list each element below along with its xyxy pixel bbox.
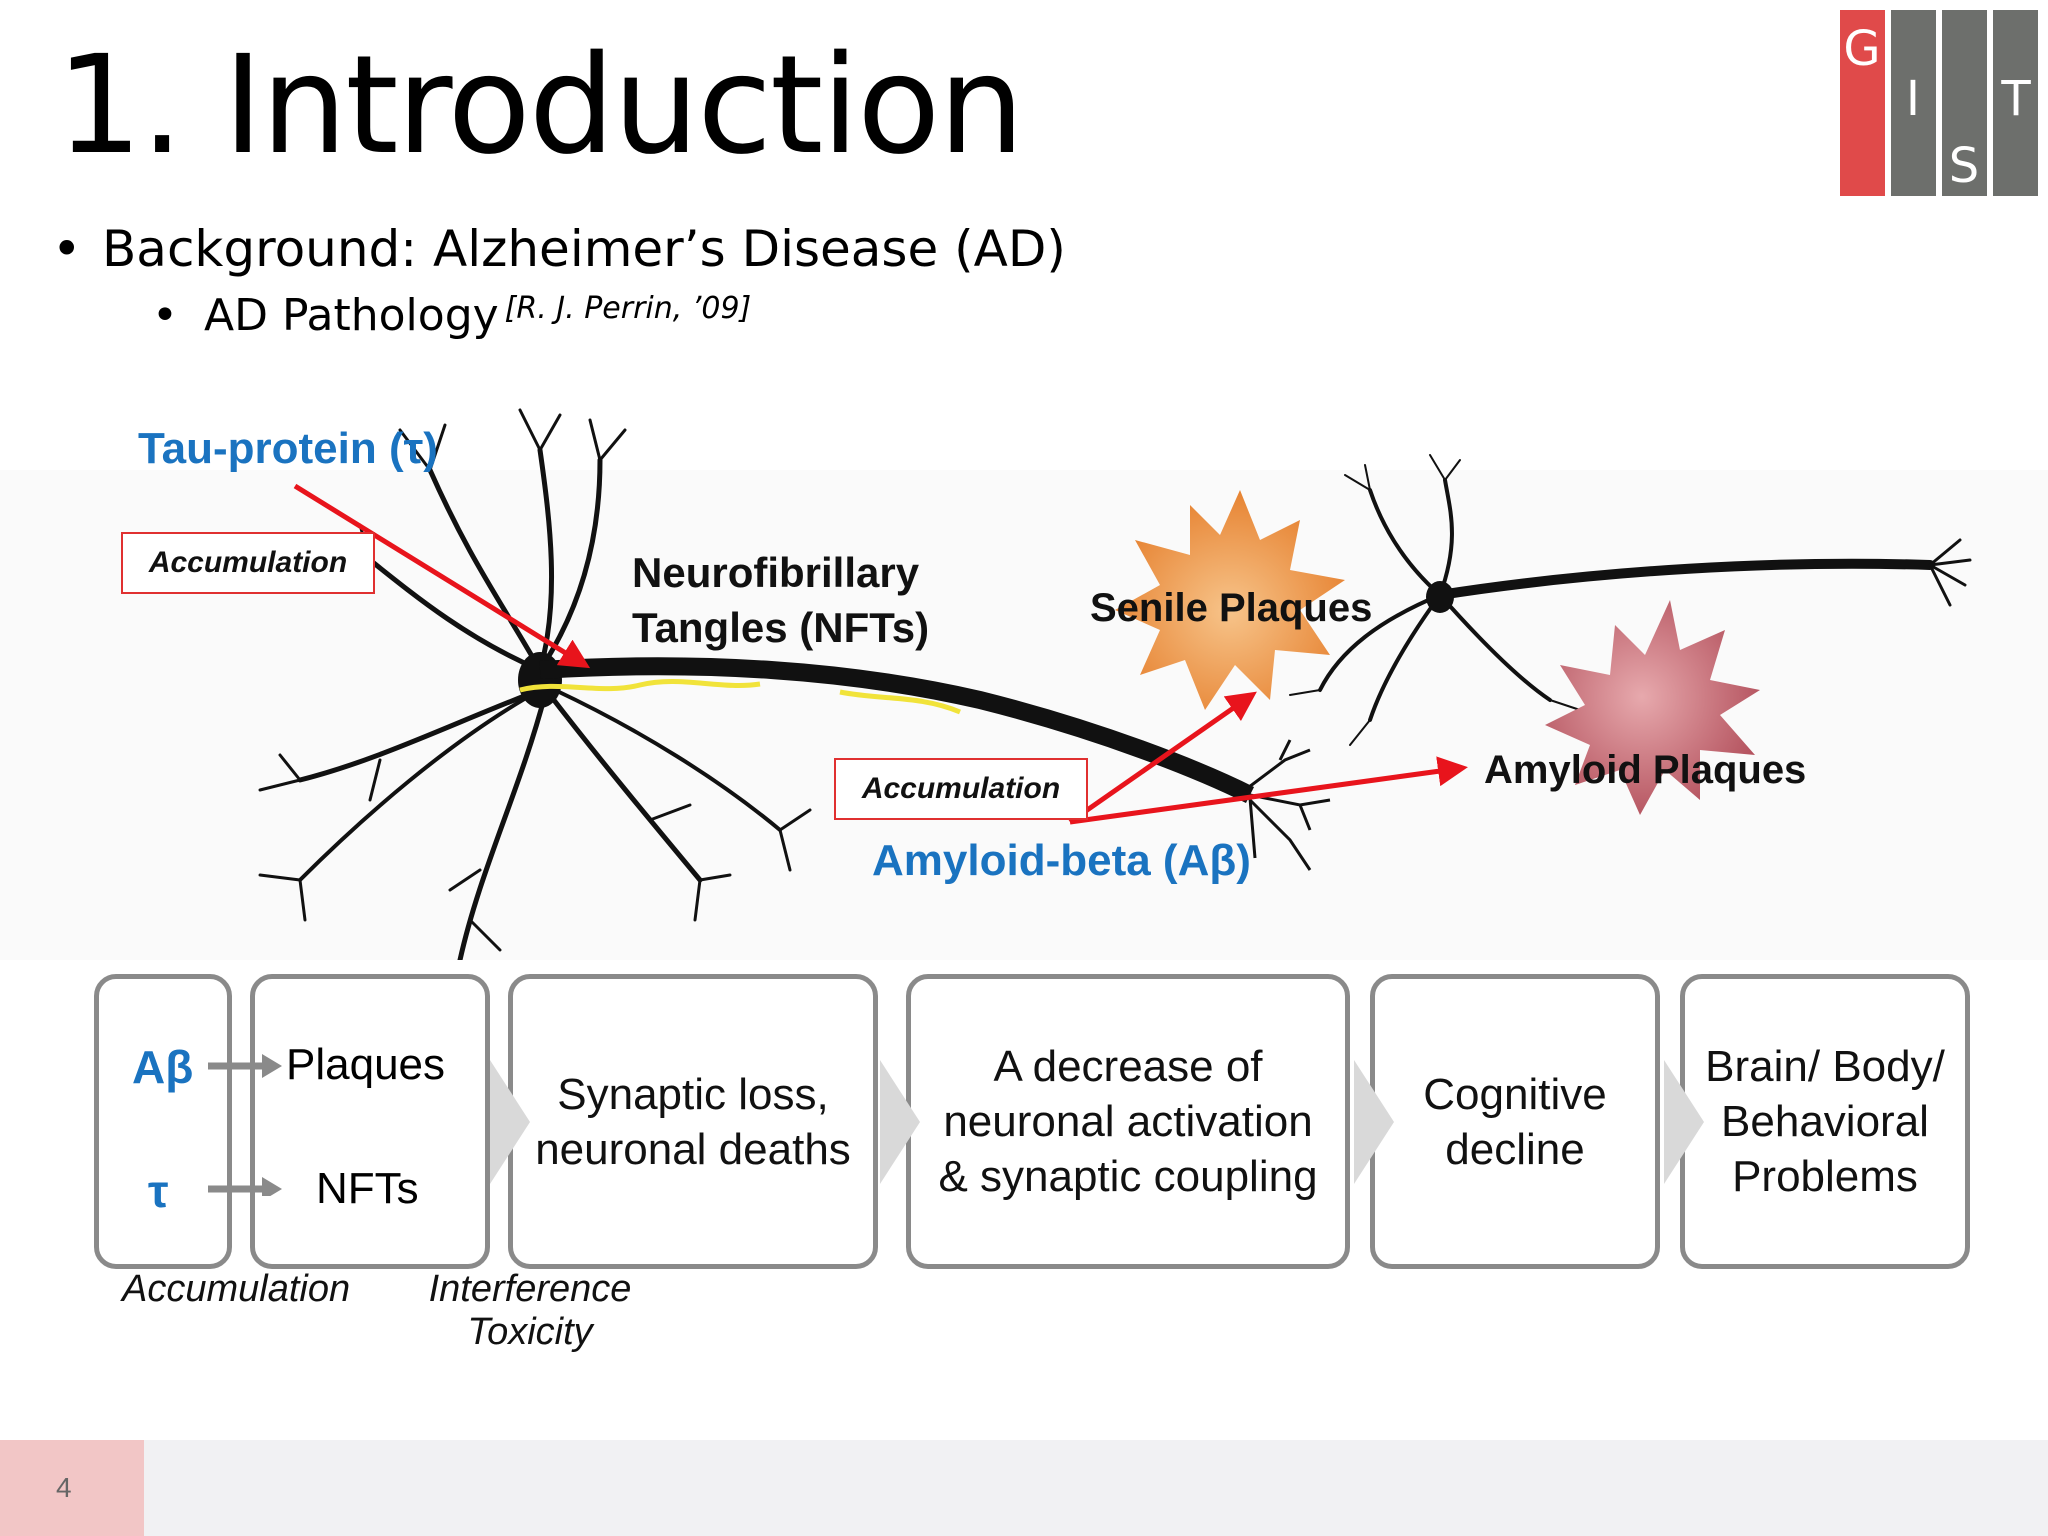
nft-label-line2: Tangles (NFTs) [632, 603, 930, 651]
logo-letter-g: G [1843, 21, 1880, 77]
tau-arrow [293, 483, 591, 669]
senile-plaque [1115, 490, 1345, 710]
bullet-background: • Background: Alzheimer’s Disease (AD) [52, 220, 1066, 278]
tangles-squiggle [519, 678, 961, 715]
bullet-ad-pathology: • AD Pathology[R. J. Perrin, ’09] [152, 290, 751, 341]
flow-step5-line2: decline [1445, 1124, 1585, 1174]
page-number: 4 [56, 1472, 72, 1503]
senile-plaques-label: Senile Plaques [1090, 586, 1373, 630]
amyloid-beta-label: Amyloid-beta (Aβ) [872, 836, 1251, 885]
bullet-dot: • [52, 220, 82, 278]
flow-box-cognitive-decline: Cognitive decline [1370, 974, 1660, 1269]
slide-title: 1. Introduction [56, 27, 1025, 185]
left-axon [539, 657, 1255, 804]
logo-bar-i [1891, 10, 1936, 196]
amyloid-plaques-label: Amyloid Plaques [1484, 748, 1807, 792]
logo-letter-t: T [2000, 71, 2031, 127]
flow-box-agents [94, 974, 232, 1269]
flow-box-behavioral-problems: Brain/ Body/ Behavioral Problems [1680, 974, 1970, 1269]
flow-step4-line1: A decrease of [993, 1042, 1263, 1091]
caption-toxicity: Toxicity [467, 1311, 593, 1353]
flow-chevron-3 [1354, 1060, 1394, 1184]
page-number-box [0, 1440, 144, 1536]
bullet-background-text: Background: Alzheimer’s Disease (AD) [102, 220, 1066, 278]
flow-plaques: Plaques [286, 1040, 446, 1089]
caption-interference-toxicity: Interference Toxicity [420, 1268, 640, 1354]
abeta-to-amyloid-arrow [1069, 756, 1468, 825]
arrow-abeta-head [262, 1054, 282, 1078]
flow-tau: τ [148, 1165, 169, 1217]
flow-box-neuronal-activation: A decrease of neuronal activation & syna… [906, 974, 1350, 1269]
amyloid-plaque [1545, 600, 1760, 815]
bullet-dot: • [152, 290, 178, 341]
logo-letter-i: I [1906, 71, 1920, 127]
flow-nfts: NFTs [316, 1164, 419, 1213]
logo-letter-s: S [1949, 138, 1979, 194]
flow-step3-line2: neuronal deaths [535, 1124, 851, 1174]
flow-abeta: Aβ [132, 1041, 194, 1093]
gist-logo: G I S T [1840, 10, 2038, 196]
accumulation-box-top: Accumulation [121, 532, 375, 594]
footer-bar [0, 1440, 2048, 1536]
flow-step6-line3: Problems [1732, 1152, 1918, 1201]
accumulation-box-mid: Accumulation [834, 758, 1088, 820]
arrow-tau-head [262, 1177, 282, 1196]
citation: [R. J. Perrin, ’09] [504, 291, 752, 326]
caption-accumulation: Accumulation [122, 1268, 351, 1310]
flow-step6-line1: Brain/ Body/ [1705, 1042, 1945, 1091]
flow-chevron-2 [880, 1060, 920, 1184]
flow-small-arrows [208, 1054, 282, 1196]
logo-bar-t [1993, 10, 2038, 196]
flow-step3-line1: Synaptic loss, [557, 1069, 829, 1119]
axon-terminal [1244, 739, 1331, 871]
left-neuron [258, 408, 812, 960]
flow-step4-line3: & synaptic coupling [938, 1152, 1318, 1201]
right-neuron [1289, 454, 1972, 746]
logo-bar-s [1942, 10, 1987, 196]
logo-bar-g [1840, 10, 1885, 196]
flow-step4-line2: neuronal activation [943, 1097, 1313, 1146]
flow-chevron-1 [490, 1060, 530, 1184]
nft-label-line1: Neurofibrillary [632, 549, 920, 596]
tau-protein-label: Tau-protein (τ) [138, 424, 438, 473]
nft-label: Neurofibrillary Tangles (NFTs) [632, 546, 929, 655]
flow-box-deposits [250, 974, 490, 1269]
abeta-to-senile-arrow [1068, 691, 1257, 825]
flow-step6-line2: Behavioral [1721, 1097, 1929, 1146]
flow-chevron-4 [1664, 1060, 1704, 1184]
caption-interference: Interference [428, 1268, 632, 1310]
flow-step5-line1: Cognitive [1423, 1069, 1607, 1119]
bullet-ad-pathology-text: AD Pathology [204, 290, 499, 341]
flow-box-synaptic-loss: Synaptic loss, neuronal deaths [508, 974, 878, 1269]
right-soma [1426, 581, 1454, 613]
